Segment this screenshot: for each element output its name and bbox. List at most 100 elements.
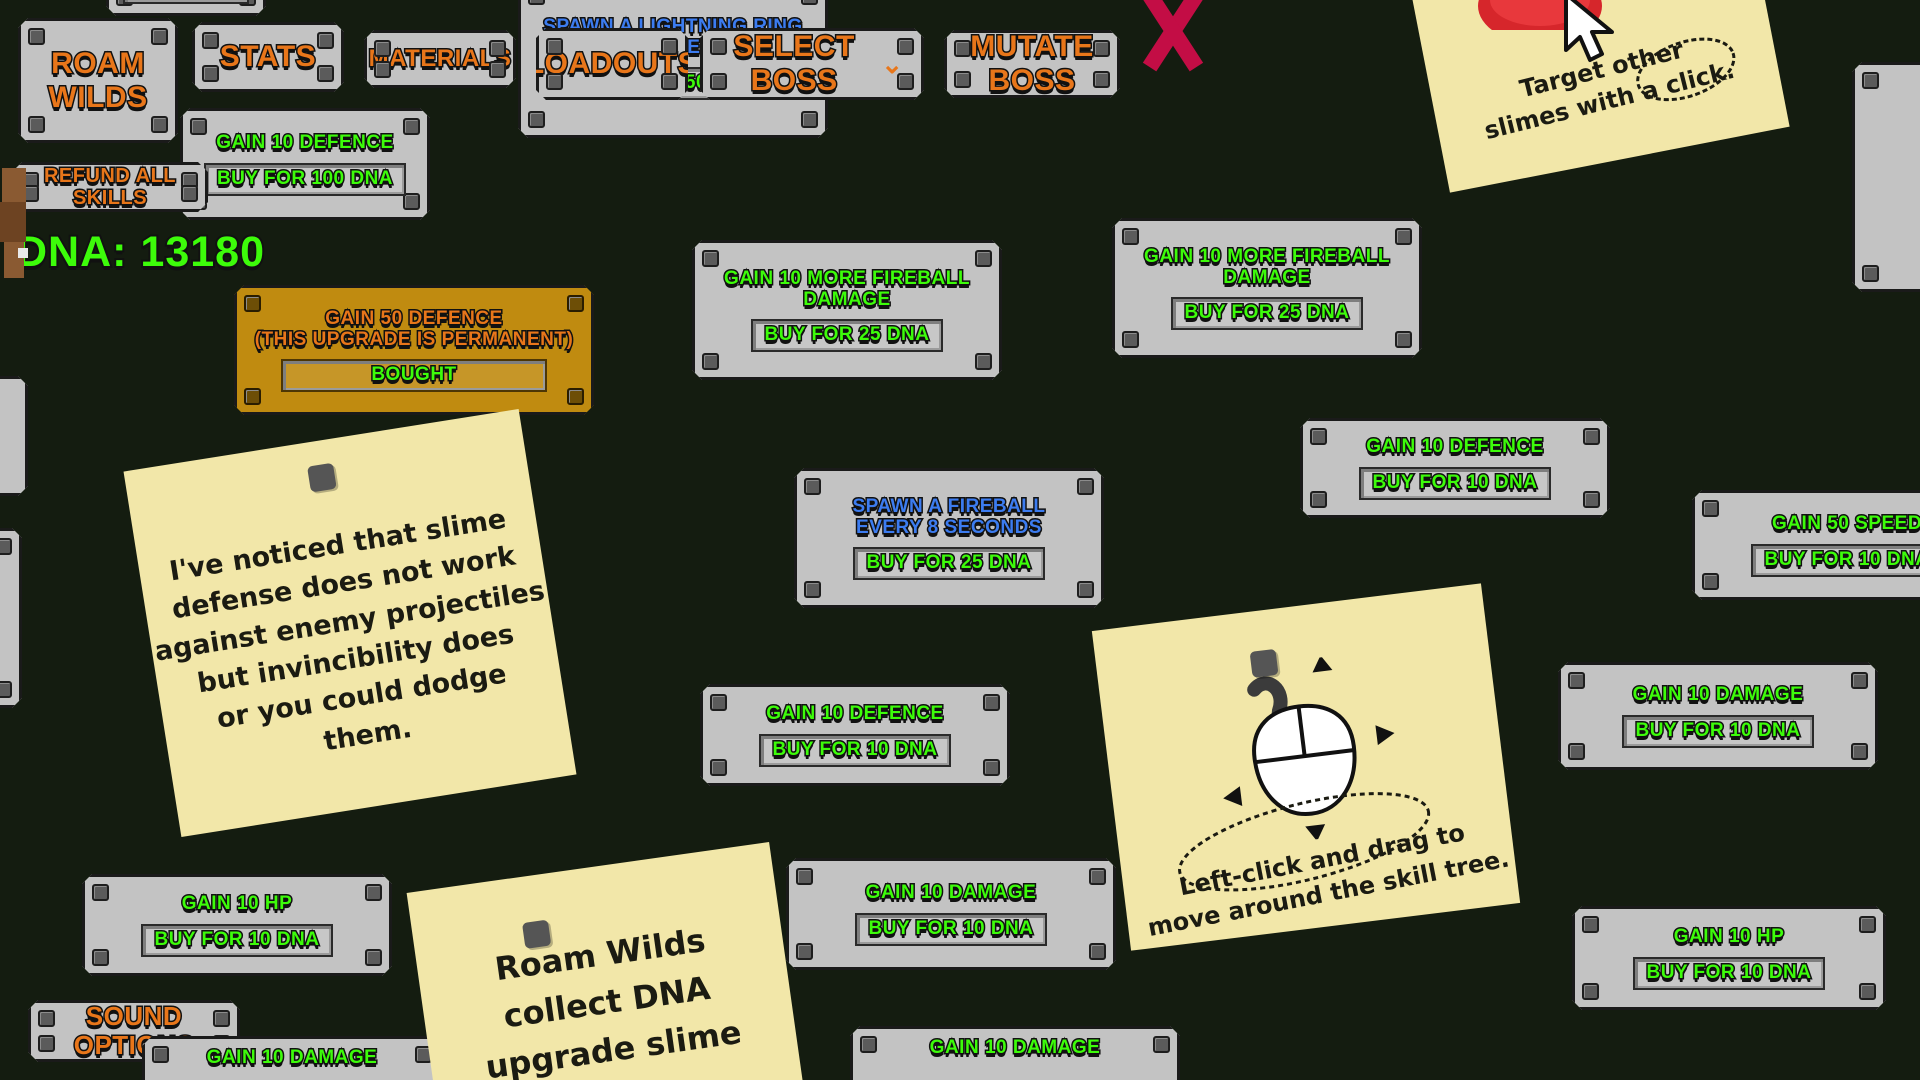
select-boss-label: SELECT BOSS	[733, 30, 855, 97]
buy-button[interactable]: BUY FOR 10 DNA	[141, 924, 332, 957]
note-slime-defense: I've noticed that slime defense does not…	[125, 411, 575, 835]
bolt-icon	[1568, 743, 1585, 760]
buy-button[interactable]: BUY FOR 25 DNA	[1171, 297, 1362, 330]
stats-button[interactable]: STATS	[192, 22, 344, 92]
refund-all-skills-label: REFUND ALL SKILLS	[43, 164, 177, 209]
bolt-icon	[415, 1046, 432, 1063]
circle-annotation-icon	[1636, 37, 1736, 102]
bolt-icon	[528, 111, 545, 128]
skill-title: GAIN 10 DAMAGE	[929, 1037, 1101, 1058]
bolt-icon	[28, 28, 45, 45]
bolt-icon	[1395, 228, 1412, 245]
skill-card-gain-10-hp-left[interactable]: GAIN 10 HP BUY FOR 10 DNA	[82, 874, 392, 976]
skill-card-gain-10-damage-bottom-left[interactable]: GAIN 10 DAMAGE	[142, 1036, 442, 1080]
bolt-icon	[954, 40, 971, 57]
skill-card-offscreen-left-1[interactable]	[0, 376, 28, 496]
pin-icon	[1249, 648, 1279, 678]
bolt-icon	[804, 478, 821, 495]
select-boss-button[interactable]: SELECT BOSS ⌄	[700, 28, 924, 100]
bolt-icon	[152, 1046, 169, 1063]
bolt-icon	[92, 949, 109, 966]
refund-all-skills-button[interactable]: REFUND ALL SKILLS	[12, 162, 208, 212]
pin-icon	[521, 919, 552, 949]
skill-title: GAIN 10 DEFENCE	[216, 132, 394, 154]
bolt-icon	[710, 759, 727, 776]
bolt-icon	[317, 65, 334, 82]
bolt-icon	[804, 581, 821, 598]
bolt-icon	[528, 0, 545, 5]
bolt-icon	[1702, 500, 1719, 517]
bolt-icon	[244, 295, 261, 312]
skill-card-gain-50-defence-permanent[interactable]: GAIN 50 DEFENCE (THIS UPGRADE IS PERMANE…	[234, 285, 594, 415]
skill-card-spawn-fireball[interactable]: SPAWN A FIREBALL EVERY 8 SECONDS BUY FOR…	[794, 468, 1104, 608]
bolt-icon	[546, 73, 563, 90]
bolt-icon	[1582, 916, 1599, 933]
note-text: Roam Wilds collect DNA upgrade slime	[483, 921, 744, 1080]
buy-button[interactable]: BUY FOR 10 DNA	[855, 913, 1046, 946]
skill-title: GAIN 10 DEFENCE	[1366, 436, 1544, 458]
buy-button[interactable]: BUY FOR 10 DNA	[1359, 467, 1550, 500]
skill-card-gain-10-damage-mid[interactable]: GAIN 10 DAMAGE BUY FOR 10 DNA	[786, 858, 1116, 970]
skill-title: SPAWN A FIREBALL EVERY 8 SECONDS	[852, 495, 1046, 538]
skill-card-gain-10-damage-right[interactable]: GAIN 10 DAMAGE BUY FOR 10 DNA	[1558, 662, 1878, 770]
bolt-icon	[92, 884, 109, 901]
skill-title: GAIN 10 MORE FIREBALL DAMAGE	[1144, 245, 1390, 288]
bolt-icon	[1859, 983, 1876, 1000]
roam-wilds-label: ROAM WILDS	[48, 46, 148, 114]
chevron-down-icon[interactable]: ⌄	[881, 49, 903, 79]
bolt-icon	[202, 65, 219, 82]
bolt-icon	[1702, 573, 1719, 590]
skill-card-gain-10-defence-mid[interactable]: GAIN 10 DEFENCE BUY FOR 10 DNA	[700, 684, 1010, 786]
skill-card-hidden-top[interactable]: BUY FOR 50 DNA	[106, 0, 266, 16]
bolt-icon	[983, 759, 1000, 776]
skill-card-gain-10-defence-right[interactable]: GAIN 10 DEFENCE BUY FOR 10 DNA	[1300, 418, 1610, 518]
bolt-icon	[0, 538, 12, 555]
bolt-icon	[213, 1010, 230, 1027]
skill-card-gain-10-defence-top[interactable]: GAIN 10 DEFENCE BUY FOR 100 DNA	[180, 108, 430, 220]
bolt-icon	[1122, 228, 1139, 245]
buy-label: BUY FOR 10 DNA	[1635, 719, 1801, 741]
bolt-icon	[1862, 265, 1879, 282]
stats-label: STATS	[219, 40, 317, 74]
bolt-icon	[1395, 331, 1412, 348]
buy-label: BUY FOR 10 DNA	[1764, 548, 1920, 570]
buy-button[interactable]: BUY FOR 100 DNA	[204, 163, 406, 196]
skill-card-offscreen-right-1[interactable]	[1852, 62, 1920, 292]
bought-button: BOUGHT	[281, 359, 547, 392]
skill-card-gain-10-hp-right[interactable]: GAIN 10 HP BUY FOR 10 DNA	[1572, 906, 1886, 1010]
skill-title: GAIN 10 DAMAGE	[206, 1047, 378, 1068]
buy-button[interactable]: BUY FOR 25 DNA	[751, 319, 942, 352]
bolt-icon	[374, 61, 391, 78]
bolt-icon	[702, 250, 719, 267]
dna-counter: DNA: 13180	[14, 226, 266, 278]
roam-wilds-button[interactable]: ROAM WILDS	[18, 18, 178, 143]
bolt-icon	[1310, 428, 1327, 445]
loadouts-button[interactable]: LOADOUTS	[536, 28, 688, 100]
buy-button[interactable]: BUY FOR 10 DNA	[759, 734, 950, 767]
mutate-boss-button[interactable]: MUTATE BOSS	[944, 30, 1120, 98]
bolt-icon	[897, 73, 914, 90]
bolt-icon	[897, 38, 914, 55]
buy-button[interactable]: BUY FOR 10 DNA	[1622, 715, 1813, 748]
bolt-icon	[489, 61, 506, 78]
skill-card-gain-10-damage-bottom-mid[interactable]: GAIN 10 DAMAGE	[850, 1026, 1180, 1080]
skill-card-offscreen-left-2[interactable]	[0, 528, 22, 708]
bolt-icon	[190, 118, 207, 135]
bolt-icon	[796, 943, 813, 960]
buy-button[interactable]: BUY FOR 10 DNA	[1751, 544, 1920, 577]
player-character-sprite	[0, 168, 28, 278]
bolt-icon	[1077, 478, 1094, 495]
skill-card-gain-50-speed[interactable]: GAIN 50 SPEED BUY FOR 10 DNA	[1692, 490, 1920, 600]
bolt-icon	[710, 73, 727, 90]
skill-card-fireball-damage-1[interactable]: GAIN 10 MORE FIREBALL DAMAGE BUY FOR 25 …	[692, 240, 1002, 380]
buy-button[interactable]: BUY FOR 25 DNA	[853, 547, 1044, 580]
materials-button[interactable]: MATERIALS	[364, 30, 516, 88]
pin-icon	[307, 462, 337, 493]
bolt-icon	[181, 185, 198, 202]
buy-button[interactable]: BUY FOR 10 DNA	[1633, 957, 1824, 990]
skill-title: GAIN 10 DAMAGE	[1632, 684, 1804, 706]
skill-card-fireball-damage-2[interactable]: GAIN 10 MORE FIREBALL DAMAGE BUY FOR 25 …	[1112, 218, 1422, 358]
bolt-icon	[317, 32, 334, 49]
buy-button[interactable]: BUY FOR 50 DNA	[123, 0, 249, 4]
